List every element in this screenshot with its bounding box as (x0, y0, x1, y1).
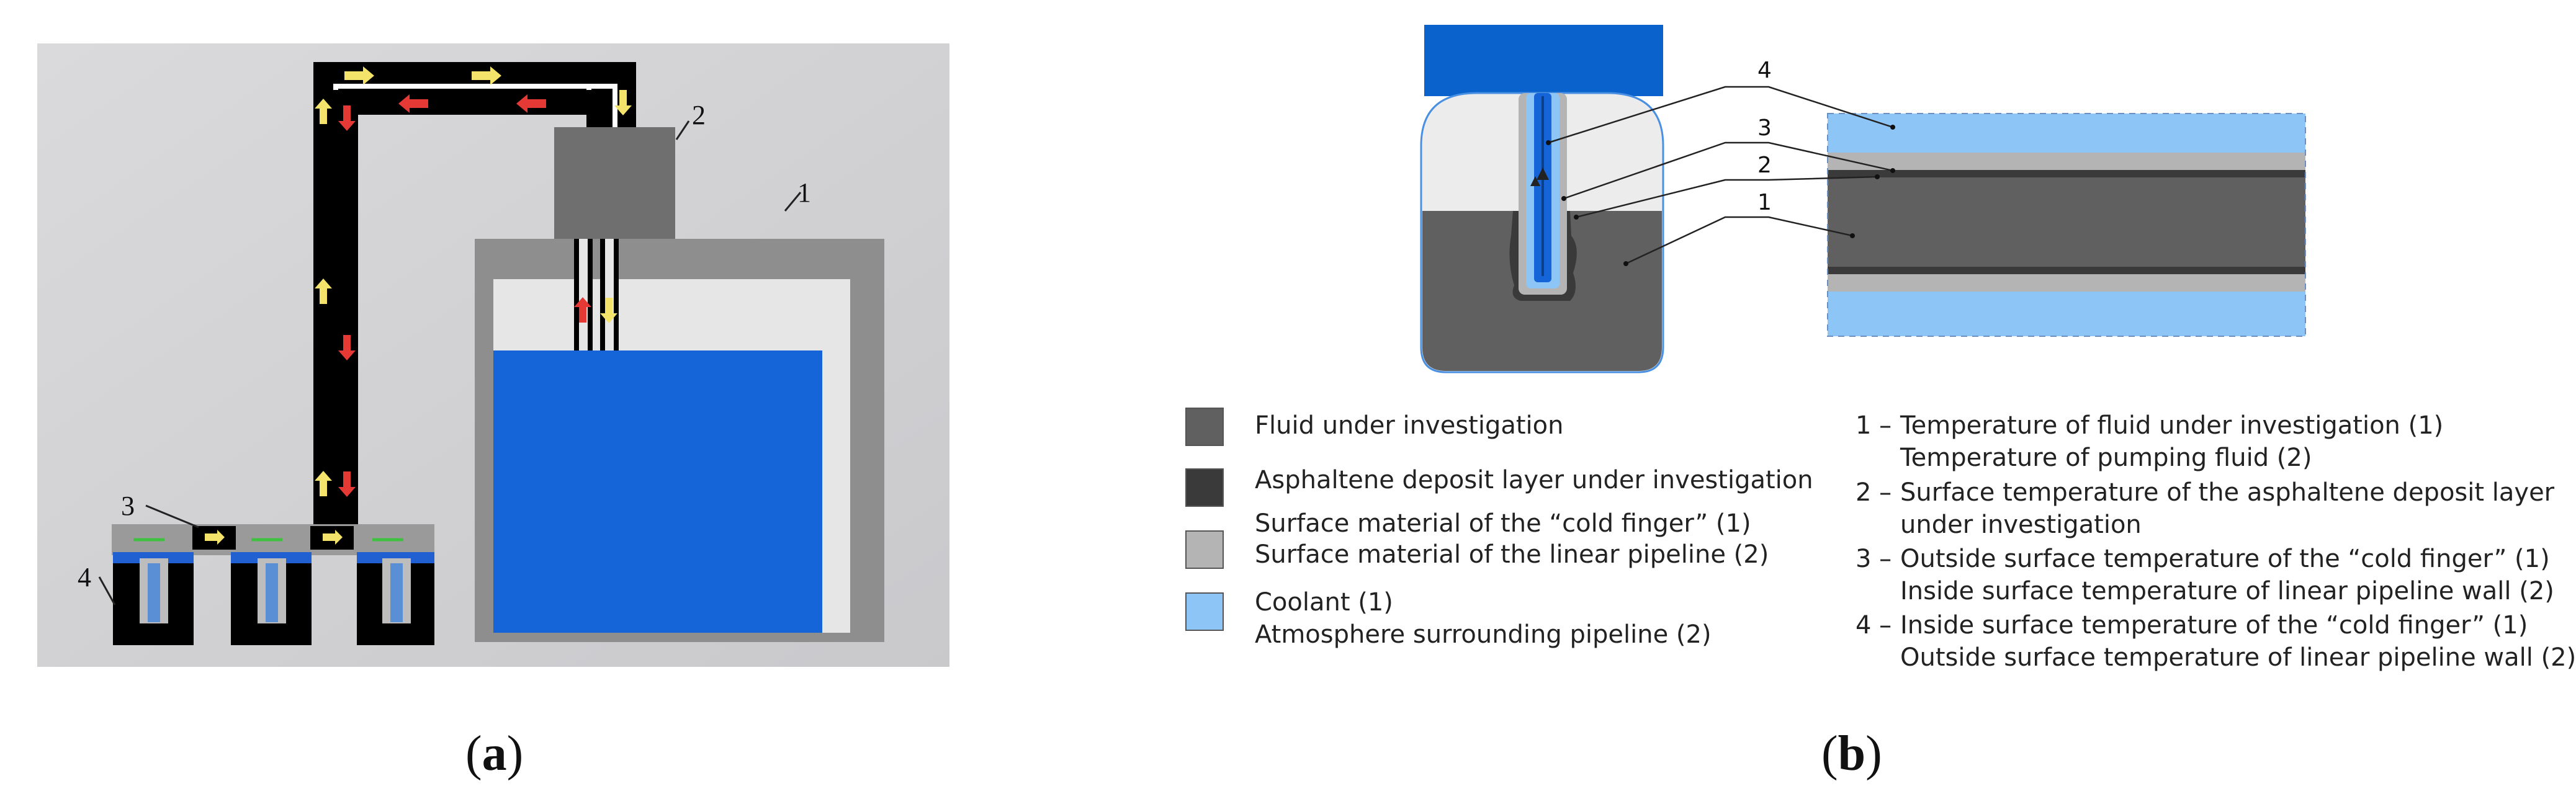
callout-b-2: 2 (1757, 153, 1772, 178)
legend-label-deposit: Asphaltene deposit layer under investiga… (1255, 466, 1813, 494)
callout-3: 3 (121, 491, 135, 521)
caption-b-letter: b (1838, 726, 1866, 781)
caption-a-letter: a (482, 726, 507, 781)
flow-arrows (315, 66, 632, 497)
legend-swatch-fluid (1185, 408, 1224, 446)
note-3-line1: Outside surface temperature of the “cold… (1900, 545, 2550, 573)
note-4-line2: Outside surface temperature of linear pi… (1900, 643, 2576, 672)
cold-finger-cell (231, 552, 312, 645)
callout-1: 1 (797, 177, 811, 208)
note-1-line1: Temperature of fluid under investigation… (1900, 411, 2444, 440)
callout-2: 2 (692, 100, 706, 130)
pump-block (554, 127, 675, 239)
cold-finger-cell (113, 552, 194, 645)
distribution-header (112, 524, 434, 555)
note-1-line2: Temperature of pumping fluid (2) (1900, 444, 2312, 472)
panel-a-schematic: 1 2 3 4 (37, 43, 949, 667)
note-3-line2: Inside surface temperature of linear pip… (1900, 577, 2554, 605)
legend-swatch-coolant (1185, 592, 1224, 631)
tank-liquid (493, 350, 822, 633)
cold-finger-cells (113, 552, 434, 645)
caption-a-close: ) (506, 726, 524, 781)
callout-b-1: 1 (1757, 190, 1772, 215)
panel-b-callouts: 4 3 2 1 (1546, 58, 1895, 266)
note-3-num: 3 – (1856, 545, 1892, 573)
caption-a: (a) (465, 726, 523, 782)
cold-finger-head (1424, 25, 1663, 96)
panel-a-callouts: 1 2 3 4 (78, 100, 811, 605)
legend-swatch-deposit (1185, 468, 1224, 507)
legend-label-surface-1: Surface material of the “cold finger” (1… (1255, 509, 1751, 538)
legend-label-coolant-1: Coolant (1) (1255, 588, 1393, 617)
callout-b-4: 4 (1757, 58, 1772, 83)
legend-label-coolant-2: Atmosphere surrounding pipeline (2) (1255, 620, 1712, 649)
note-4-line1: Inside surface temperature of the “cold … (1900, 611, 2528, 640)
caption-b-open: ( (1821, 726, 1838, 781)
panel-b-schematic: 4 3 2 1 (1420, 25, 2306, 373)
note-2-line2: under investigation (1900, 511, 2142, 539)
legend-swatch-surface (1185, 530, 1224, 569)
caption-b-close: ) (1865, 726, 1882, 781)
note-2-line1: Surface temperature of the asphaltene de… (1900, 478, 2555, 507)
caption-b: (b) (1821, 726, 1882, 782)
note-1-num: 1 – (1856, 411, 1892, 440)
legend-label-surface-2: Surface material of the linear pipeline … (1255, 540, 1769, 569)
legend-label-fluid: Fluid under investigation (1255, 411, 1564, 440)
note-2-num: 2 – (1856, 478, 1892, 507)
caption-a-open: ( (465, 726, 482, 781)
callout-4: 4 (78, 562, 91, 592)
cold-finger-cell (357, 552, 434, 645)
callout-b-3: 3 (1757, 115, 1772, 141)
pipeline-section (1827, 113, 2306, 337)
note-4-num: 4 – (1856, 611, 1892, 640)
